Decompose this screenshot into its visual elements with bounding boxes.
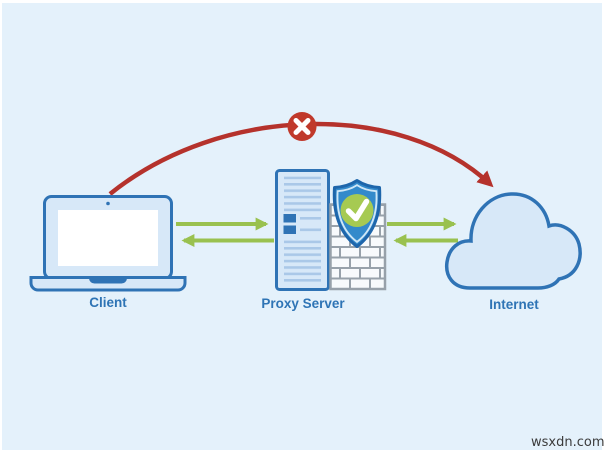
blocked-direct-path [108,112,494,196]
laptop-notch [89,277,127,284]
shield-check-icon [332,179,382,248]
server-led-square [283,214,296,223]
proxy-server-label: Proxy Server [261,296,345,311]
proxy-node: Proxy Server [261,169,387,311]
traffic-arrows-client-proxy [176,217,274,247]
blocked-x-icon [287,112,317,141]
client-node: Client [29,195,187,310]
internet-label: Internet [489,297,539,312]
internet-node: Internet [444,192,582,312]
server-icon [275,169,330,291]
laptop-icon [29,195,187,292]
server-led-square [283,225,296,234]
client-label: Client [89,295,127,310]
laptop-camera-dot [106,201,110,206]
watermark: wsxdn.com [531,435,604,450]
cloud-icon [444,192,582,290]
traffic-arrows-proxy-internet [387,217,458,247]
